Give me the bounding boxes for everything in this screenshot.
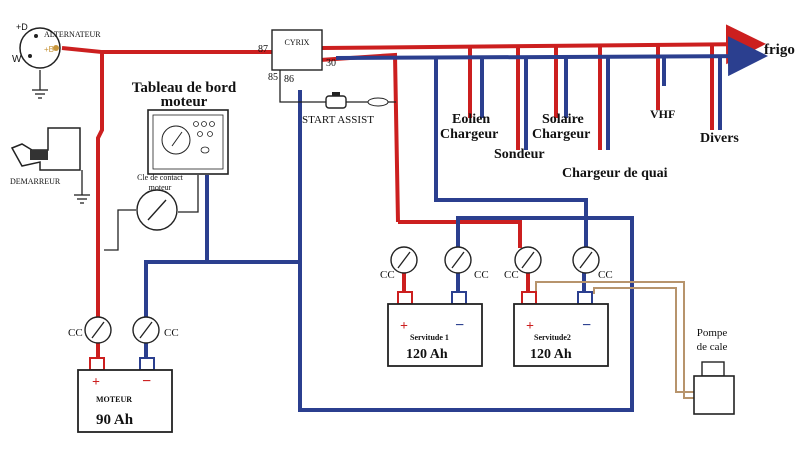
battery-capacity: 90 Ah (96, 412, 134, 428)
main-negative-loop (298, 90, 634, 412)
eolien-label: Eolien (452, 112, 490, 127)
cyrix-box (271, 29, 323, 71)
engine-negative-bridge (144, 260, 300, 318)
cyrix-pin-86: 86 (284, 74, 294, 85)
frigo-positive-wire (321, 24, 766, 65)
vhf-label: VHF (650, 107, 675, 121)
battery-name: MOTEUR (96, 395, 132, 404)
bilge-pump-motor-icon (701, 361, 725, 377)
battery-minus-sign: − (582, 317, 591, 334)
bilge-pump-body-icon (693, 375, 735, 415)
alternator-label: ALTERNATEUR (44, 30, 101, 39)
shunt-label: CC (68, 327, 83, 339)
key-to-positive-wire (104, 209, 136, 251)
bilge-negative-wire (593, 287, 694, 393)
starter-ground-icon (74, 194, 90, 204)
shunt-gauges: CC CC CC CC CC CC (68, 246, 613, 344)
solaire-label: Solaire (542, 112, 584, 127)
battery-plus-terminal (89, 357, 105, 371)
shunt-service2-minus: CC (572, 246, 613, 281)
shunt-engine-minus: CC (132, 316, 179, 344)
ignition-key: Cle de contact moteur (136, 173, 184, 231)
start-assist: START ASSIST (302, 92, 389, 126)
battery-capacity: 120 Ah (530, 347, 572, 362)
eolien-chargeur-label: Chargeur (440, 127, 498, 142)
shunt-label: CC (164, 327, 179, 339)
cyrix-pin-85: 85 (268, 72, 278, 83)
bilge-pump: Pompe de cale (693, 327, 735, 415)
cyrix-label: CYRIX (285, 38, 310, 47)
battery-moteur: + − MOTEUR 90 Ah (77, 357, 173, 433)
battery-name: Servitude 1 (410, 333, 449, 342)
start-assist-fuse-icon (367, 97, 389, 107)
battery-body (77, 369, 173, 433)
shunt-label: CC (474, 269, 489, 281)
battery-minus-sign: − (455, 317, 464, 334)
frigo-negative-wire (335, 36, 768, 77)
load-labels: frigo Eolien Chargeur Sondeur Solaire Ch… (440, 42, 795, 181)
start-assist-label: START ASSIST (302, 114, 374, 126)
bilge-pump-label-line1: Pompe (697, 327, 728, 339)
shunt-service1-plus: CC (380, 246, 418, 281)
service-positive-link (398, 220, 522, 248)
shunt-service2-plus: CC (504, 246, 542, 281)
shunt-engine-plus: CC (68, 316, 112, 344)
battery-body (513, 303, 609, 367)
alternator-d-terminal: +D (16, 22, 28, 32)
solaire-chargeur-label: Chargeur (532, 127, 590, 142)
battery-body (387, 303, 483, 367)
bilge-pump-label-line2: de cale (697, 341, 728, 353)
cyrix-to-service1-wire (319, 52, 400, 223)
battery-minus-terminal (577, 291, 593, 305)
battery-servitude-2: + − Servitude2 120 Ah (513, 291, 609, 367)
starter-label: DEMARREUR (10, 177, 61, 186)
battery-minus-sign: − (142, 373, 151, 390)
sondeur-label: Sondeur (494, 147, 545, 162)
battery-minus-terminal (139, 357, 155, 371)
shunt-service1-minus: CC (444, 246, 489, 281)
shunt-label: CC (504, 269, 519, 281)
battery-plus-sign: + (526, 319, 534, 334)
bilge-positive-wire (535, 281, 694, 399)
frigo-label: frigo (764, 42, 795, 58)
negative-wiring (144, 36, 768, 412)
divers-label: Divers (700, 131, 739, 146)
signal-wiring (39, 70, 396, 251)
battery-servitude-1: + − Servitude 1 120 Ah (387, 291, 483, 367)
ignition-label-line2: moteur (149, 183, 172, 192)
chargeur-quai-label: Chargeur de quai (562, 166, 668, 181)
battery-capacity: 120 Ah (406, 347, 448, 362)
alternator: +D +B W ALTERNATEUR (12, 22, 101, 99)
negative-return-bus (434, 58, 588, 248)
battery-name: Servitude2 (534, 333, 571, 342)
dashboard-title-line1: Tableau de bord (132, 80, 237, 96)
shunt-label: CC (598, 269, 613, 281)
alternator-ground-icon (32, 89, 48, 99)
battery-minus-terminal (451, 291, 467, 305)
shunt-label: CC (380, 269, 395, 281)
battery-plus-terminal (397, 291, 413, 305)
ignition-label-line1: Cle de contact (137, 173, 184, 182)
dashboard-title-line2: moteur (161, 94, 208, 110)
bilge-pump-wiring (535, 281, 694, 399)
alternator-b-terminal: +B (44, 45, 54, 54)
cyrix-pin-87: 87 (258, 44, 268, 55)
service-negative-link (456, 216, 586, 248)
start-assist-button-icon (325, 95, 347, 109)
alternator-w-terminal: W (12, 54, 22, 65)
dashboard-to-key-wire (178, 175, 199, 213)
engine-dashboard: Tableau de bord moteur (132, 80, 237, 175)
starter-icon (10, 127, 81, 171)
alternator-to-engine-battery-wire (61, 46, 104, 320)
battery-plus-terminal (521, 291, 537, 305)
starter-motor: DEMARREUR (10, 127, 90, 204)
battery-plus-sign: + (400, 319, 408, 334)
cyrix-pin-30: 30 (326, 58, 336, 69)
cyrix-85-wire (279, 70, 326, 103)
cyrix-relay: CYRIX 87 30 85 86 (258, 29, 336, 85)
battery-plus-sign: + (92, 375, 100, 390)
